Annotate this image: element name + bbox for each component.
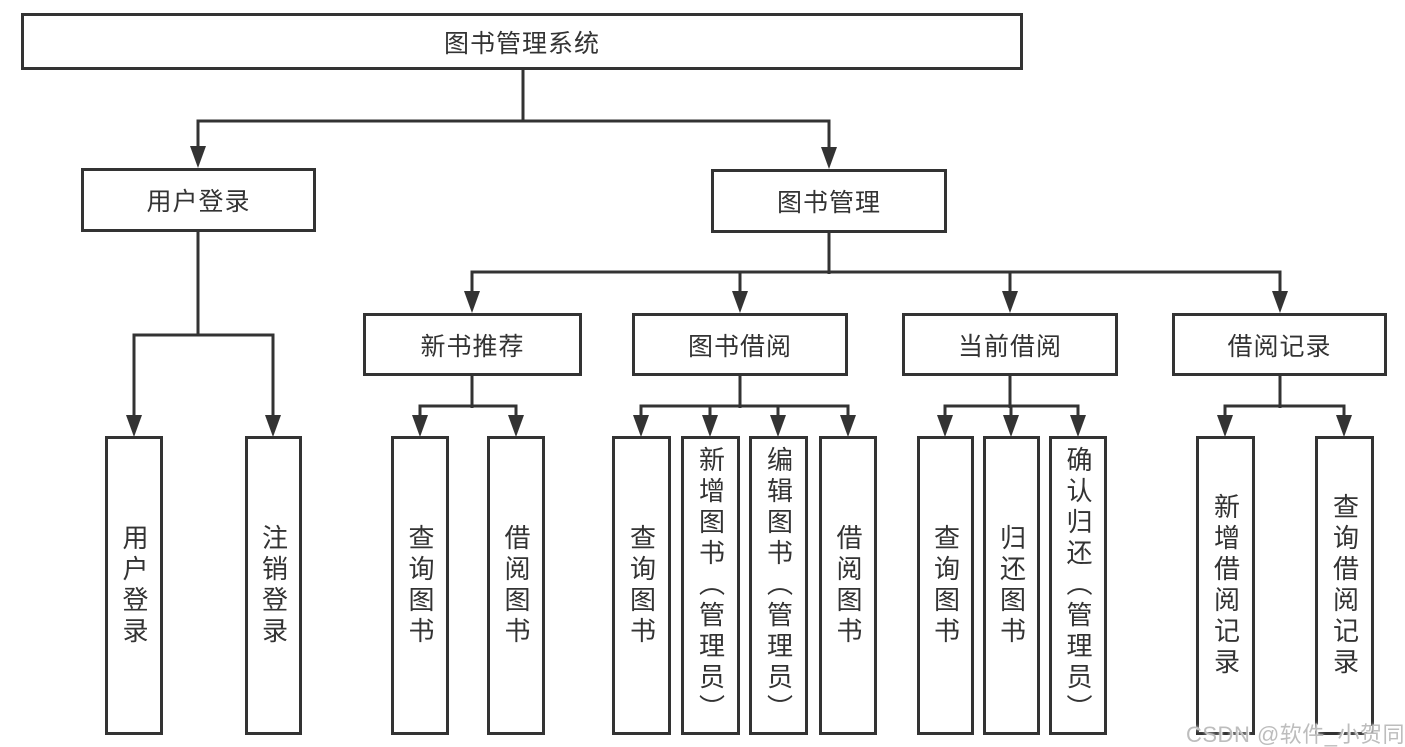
node-user-login-label: 用户登录 xyxy=(146,188,251,216)
node-new-book-recommend-label: 新书推荐 xyxy=(420,332,525,361)
leaf-query-books-current-label: 查询图书 xyxy=(930,523,961,648)
leaf-query-books-recommend: 查询图书 xyxy=(391,436,449,735)
leaf-add-borrow-record-label: 新增借阅记录 xyxy=(1210,492,1241,679)
leaf-query-books-recommend-label: 查询图书 xyxy=(405,523,435,648)
leaf-query-books-borrowing: 查询图书 xyxy=(612,436,671,735)
node-root-system: 图书管理系统 xyxy=(21,13,1023,70)
leaf-add-borrow-record: 新增借阅记录 xyxy=(1196,436,1255,735)
node-current-borrowing: 当前借阅 xyxy=(902,313,1118,376)
leaf-add-book-admin-label: 新增图书（管理员） xyxy=(695,446,726,725)
node-book-management: 图书管理 xyxy=(711,169,947,233)
node-book-management-label: 图书管理 xyxy=(776,189,881,217)
leaf-confirm-return-admin-label: 确认归还（管理员） xyxy=(1063,446,1093,725)
leaf-logout-label: 注销登录 xyxy=(258,523,289,648)
node-book-borrowing-label: 图书借阅 xyxy=(687,332,792,361)
leaf-user-login: 用户登录 xyxy=(105,436,163,735)
node-borrowing-records: 借阅记录 xyxy=(1172,313,1387,376)
leaf-confirm-return-admin: 确认归还（管理员） xyxy=(1049,436,1107,735)
leaf-query-borrow-record-label: 查询借阅记录 xyxy=(1329,492,1360,679)
leaf-edit-book-admin: 编辑图书（管理员） xyxy=(749,436,808,735)
node-root-label: 图书管理系统 xyxy=(443,29,600,58)
node-current-borrowing-label: 当前借阅 xyxy=(957,332,1062,361)
leaf-borrow-books-borrowing-label: 借阅图书 xyxy=(833,523,863,648)
node-book-borrowing: 图书借阅 xyxy=(632,313,848,376)
leaf-edit-book-admin-label: 编辑图书（管理员） xyxy=(763,446,794,725)
leaf-return-book: 归还图书 xyxy=(983,436,1040,735)
csdn-watermark: CSDN @软件_小贺同学 xyxy=(1186,722,1405,747)
leaf-add-book-admin: 新增图书（管理员） xyxy=(681,436,740,735)
node-new-book-recommend: 新书推荐 xyxy=(363,313,582,376)
leaf-borrow-books-borrowing: 借阅图书 xyxy=(819,436,877,735)
leaf-borrow-books-recommend-label: 借阅图书 xyxy=(501,523,531,648)
leaf-logout: 注销登录 xyxy=(245,436,302,735)
leaf-query-borrow-record: 查询借阅记录 xyxy=(1315,436,1374,735)
node-user-login: 用户登录 xyxy=(81,168,316,232)
node-borrowing-records-label: 借阅记录 xyxy=(1227,332,1332,361)
leaf-return-book-label: 归还图书 xyxy=(996,523,1027,648)
leaf-borrow-books-recommend: 借阅图书 xyxy=(487,436,545,735)
leaf-query-books-current: 查询图书 xyxy=(917,436,974,735)
leaf-query-books-borrowing-label: 查询图书 xyxy=(626,523,657,648)
leaf-user-login-label: 用户登录 xyxy=(119,523,149,648)
